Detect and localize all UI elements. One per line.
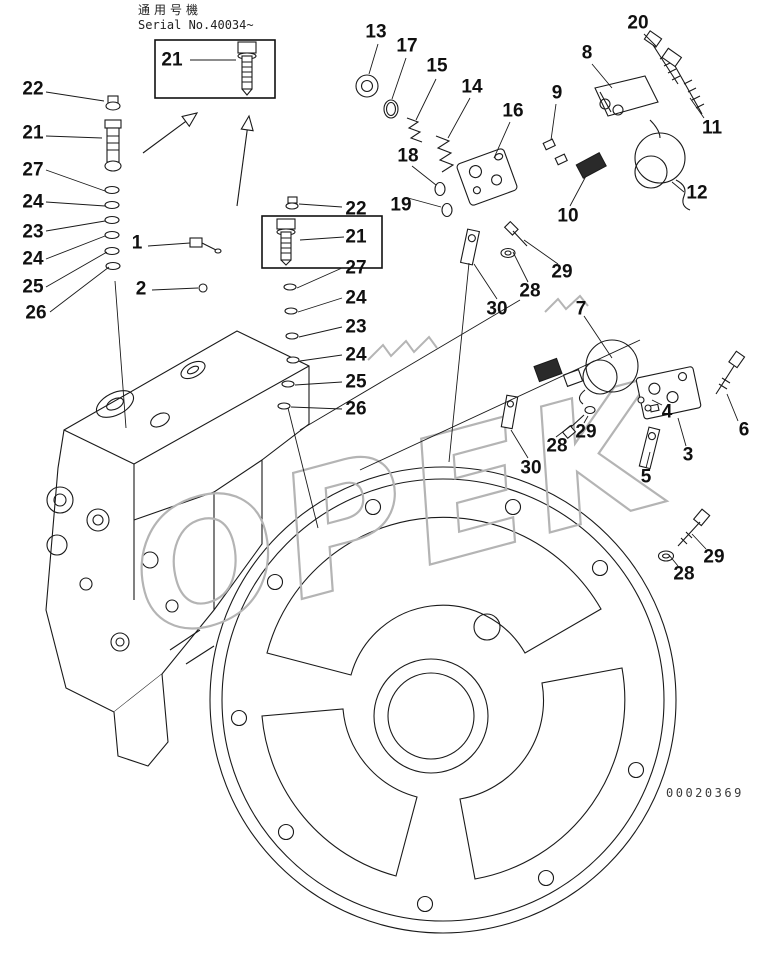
callout-26: 26 <box>345 398 367 420</box>
bolt-28-mid <box>561 405 596 440</box>
callout-11: 11 <box>701 117 723 139</box>
callout-10: 10 <box>557 205 579 227</box>
callout-14: 14 <box>461 76 483 98</box>
bracket-30-upper <box>459 228 481 266</box>
connector-10 <box>575 152 607 179</box>
callout-3: 3 <box>682 444 694 466</box>
washer-stack-mid <box>277 283 300 410</box>
bracket-5 <box>638 426 661 470</box>
flange-housing <box>209 466 677 934</box>
callout-26: 26 <box>25 302 47 324</box>
callout-21: 21 <box>161 49 183 71</box>
callout-8: 8 <box>581 42 593 64</box>
callout-30: 30 <box>486 298 508 320</box>
callout-29: 29 <box>551 261 573 283</box>
reference-arrows <box>142 112 254 207</box>
plug-22-left <box>105 95 121 111</box>
document-number: 00020369 <box>666 786 744 800</box>
detail-box-21-mid <box>261 215 383 269</box>
spring-15 <box>406 117 423 143</box>
callout-20: 20 <box>627 12 649 34</box>
washer-29-mid <box>584 405 596 415</box>
fitting-21-left <box>104 119 122 172</box>
bolt-28-upper <box>500 220 528 259</box>
bracket-30-lower <box>500 394 519 430</box>
callout-22: 22 <box>345 198 367 220</box>
callout-27: 27 <box>22 159 44 181</box>
valve-16 <box>456 148 518 206</box>
serial-number-line: Serial No.40034~ <box>138 18 254 32</box>
terminals-9 <box>542 138 568 166</box>
pump-body <box>45 330 310 767</box>
callout-28: 28 <box>673 563 695 585</box>
solenoid-8 <box>594 75 659 117</box>
callout-24: 24 <box>345 287 367 309</box>
washer-stack-left <box>104 185 121 271</box>
callout-16: 16 <box>502 100 524 122</box>
callout-1: 1 <box>131 232 143 254</box>
washer-29-upper <box>500 247 516 259</box>
bolt-28-bottom <box>657 508 711 562</box>
callout-21: 21 <box>345 226 367 248</box>
solenoid-assembly-7 <box>533 339 746 470</box>
leader-lines <box>45 33 739 567</box>
callout-28: 28 <box>546 435 568 457</box>
callout-27: 27 <box>345 257 367 279</box>
callout-9: 9 <box>551 82 563 104</box>
callout-4: 4 <box>661 401 673 423</box>
ball-2 <box>198 283 208 293</box>
callout-28: 28 <box>519 280 541 302</box>
callout-23: 23 <box>22 221 44 243</box>
screw-4a <box>637 396 645 404</box>
bolt-11 <box>661 47 705 115</box>
spring-14 <box>435 135 455 173</box>
callout-30: 30 <box>520 457 542 479</box>
oring-17 <box>383 99 399 119</box>
callout-17: 17 <box>396 35 418 57</box>
callout-23: 23 <box>345 316 367 338</box>
callout-24: 24 <box>22 248 44 270</box>
callout-22: 22 <box>22 78 44 100</box>
callout-12: 12 <box>686 182 708 204</box>
plug-22-mid <box>285 196 299 210</box>
callout-15: 15 <box>426 55 448 77</box>
callout-21: 21 <box>22 122 44 144</box>
cable-12 <box>634 119 691 211</box>
callout-25: 25 <box>345 371 367 393</box>
plug-13 <box>355 74 379 98</box>
callout-24: 24 <box>345 344 367 366</box>
detail-box-21-upper <box>154 39 276 99</box>
callout-29: 29 <box>703 546 725 568</box>
callout-24: 24 <box>22 191 44 213</box>
bolt-6 <box>715 350 746 395</box>
oring-19 <box>441 202 453 218</box>
callout-29: 29 <box>575 421 597 443</box>
title-block: 通用号機 Serial No.40034~ <box>138 3 254 33</box>
callout-6: 6 <box>738 419 750 441</box>
title-line-jp: 通用号機 <box>138 3 203 17</box>
oring-18 <box>434 181 446 197</box>
callout-7: 7 <box>575 298 587 320</box>
washer-29-bottom <box>657 550 675 562</box>
callout-25: 25 <box>22 276 44 298</box>
callout-18: 18 <box>397 145 419 167</box>
bolt-1 <box>189 237 222 254</box>
callout-19: 19 <box>390 194 412 216</box>
screw-4b <box>644 404 652 412</box>
callout-2: 2 <box>135 278 147 300</box>
callout-5: 5 <box>640 466 652 488</box>
callout-13: 13 <box>365 21 387 43</box>
